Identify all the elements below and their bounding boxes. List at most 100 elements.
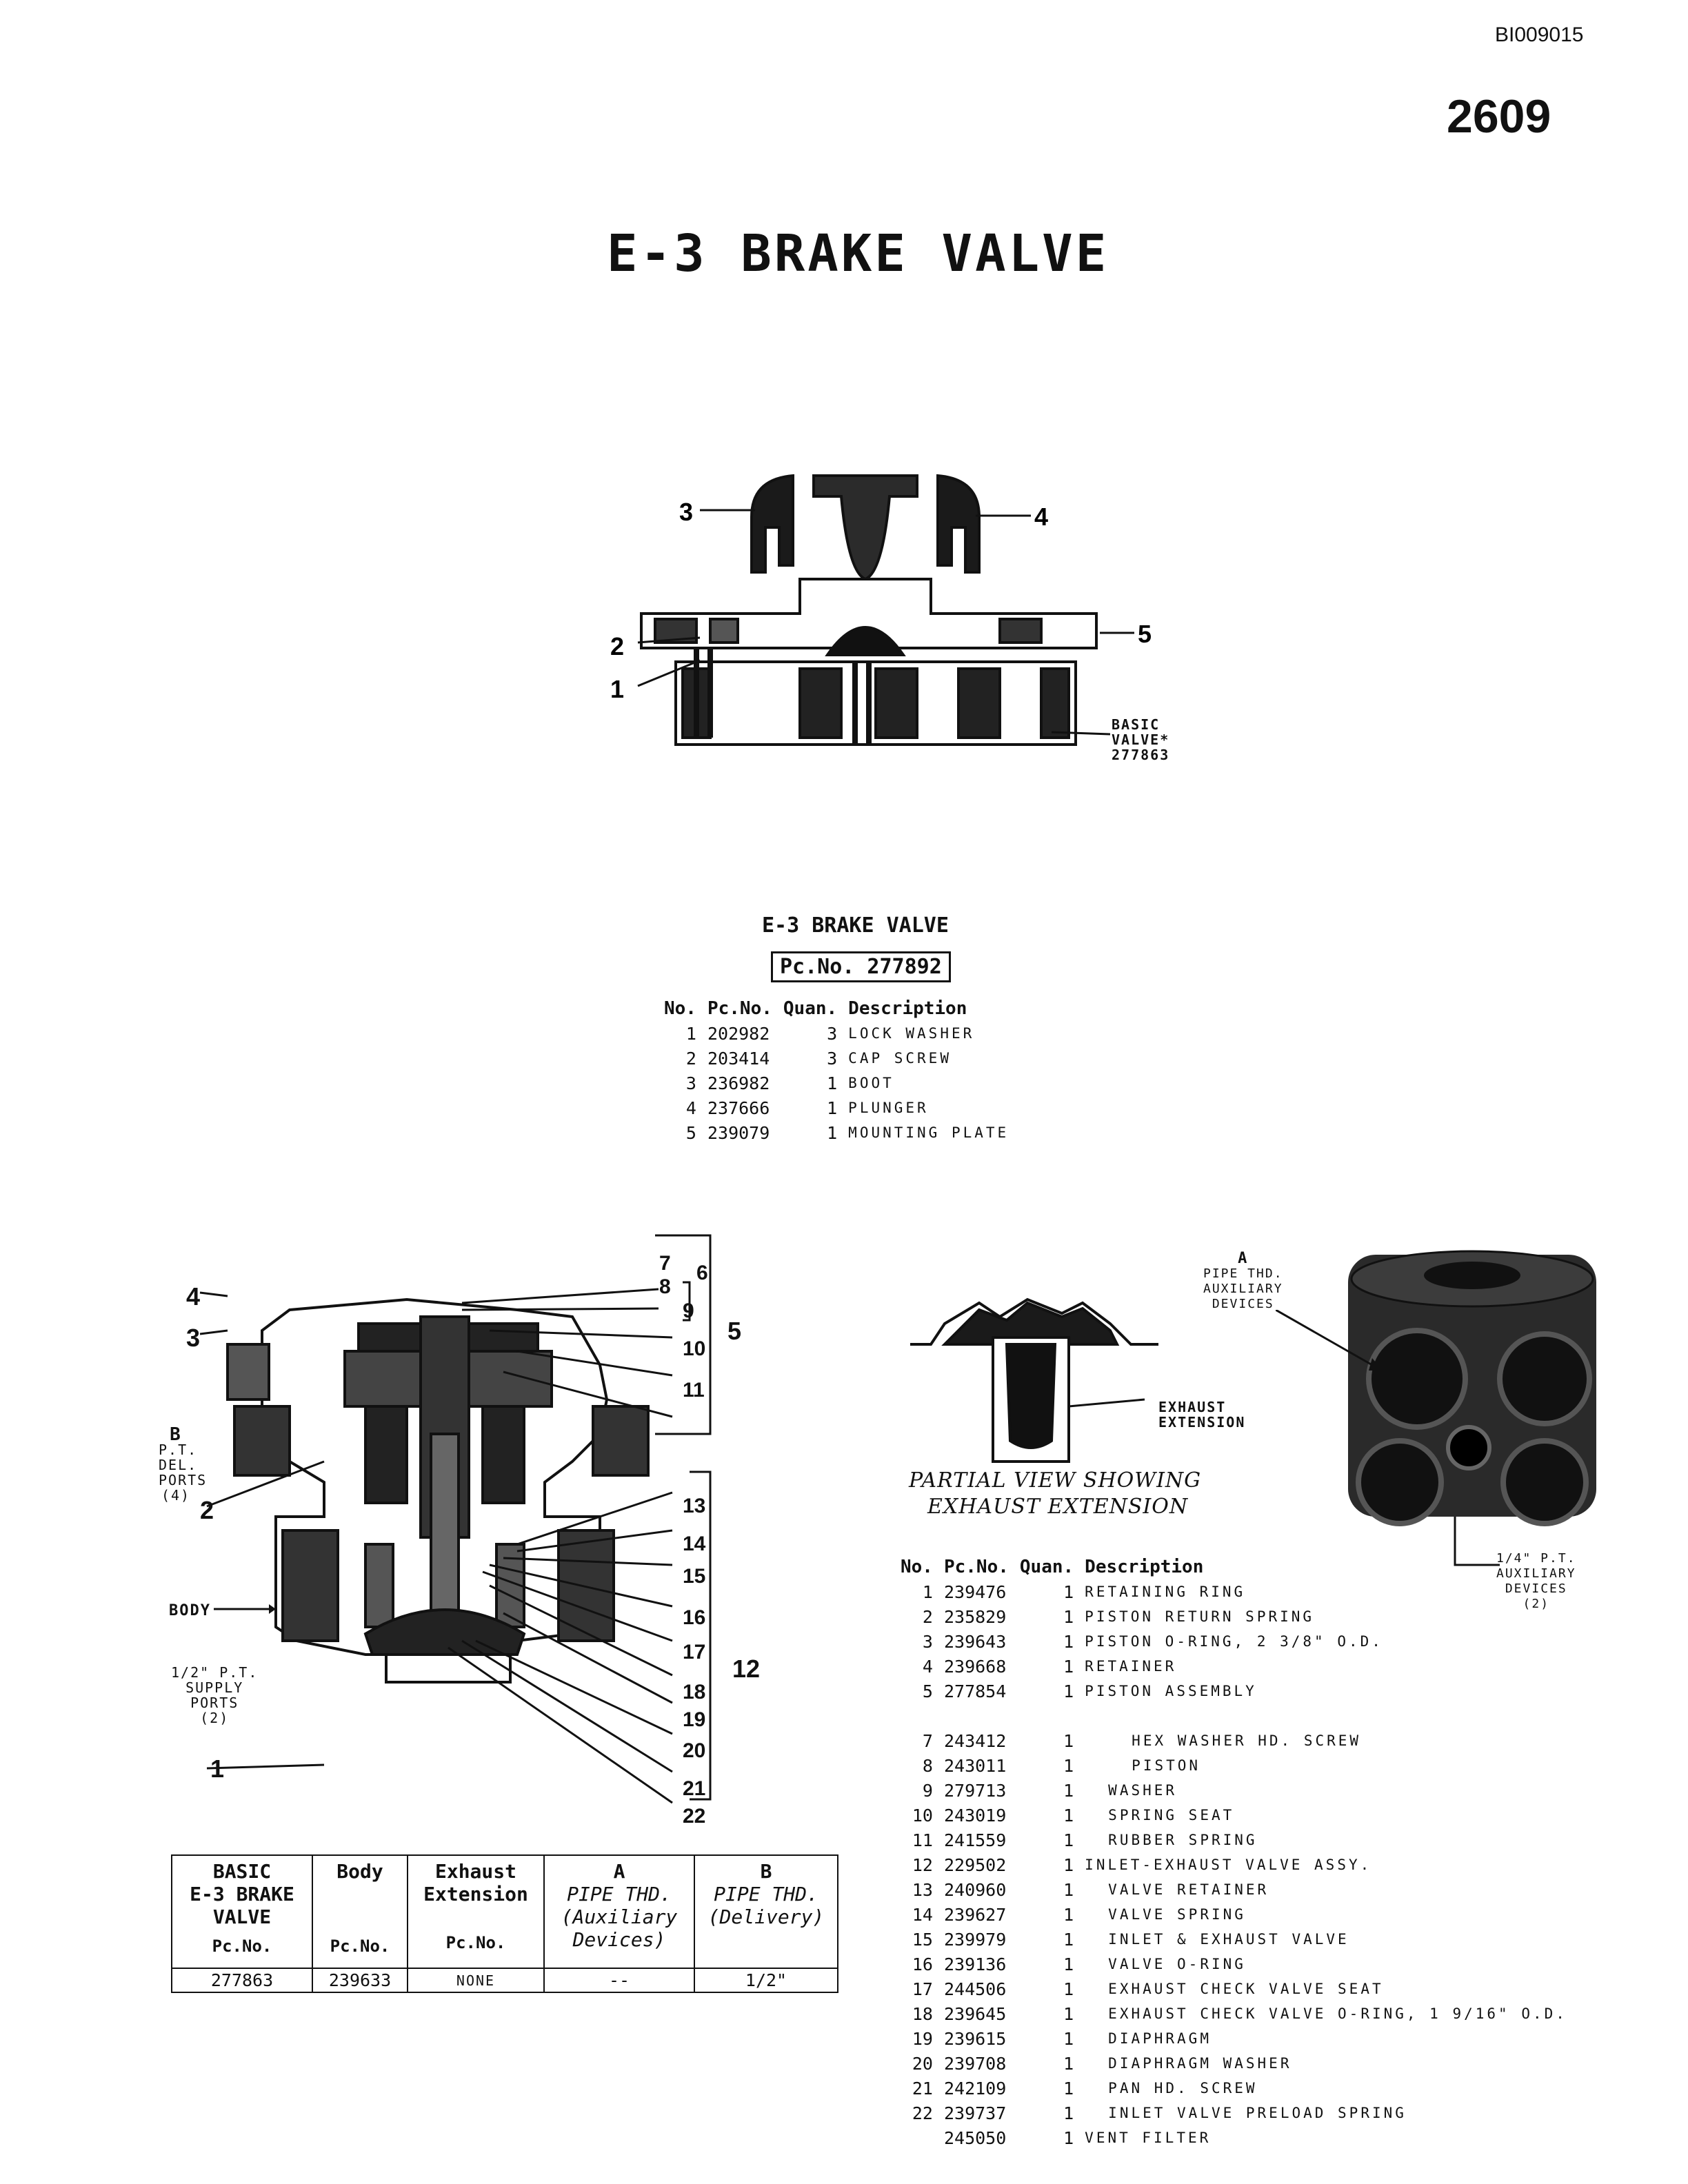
- quantity-cell: 1: [1063, 2127, 1074, 2148]
- pc-number-cell: 243011: [943, 1755, 1007, 1776]
- part-number-cell: 5: [922, 1681, 933, 1701]
- quantity-cell: [1014, 1703, 1079, 1728]
- table-row: [895, 1703, 1573, 1728]
- callout-19: 19: [683, 1708, 706, 1731]
- aux-devices-a-label: A PIPE THD. AUXILIARY DEVICES: [1203, 1251, 1283, 1312]
- quantity-cell: 1: [1063, 1830, 1074, 1850]
- part-number-cell: [895, 2125, 938, 2150]
- basic-valve-label-line: VALVE*: [1112, 731, 1170, 748]
- description-cell: CAP SCREW: [848, 1050, 952, 1066]
- table-header-row: No. Pc.No. Quan. Description: [659, 996, 1014, 1021]
- header-line: A: [613, 1860, 625, 1883]
- pc-number-cell: 203414: [707, 1048, 770, 1069]
- spec-value-body: 239633: [312, 1968, 408, 1993]
- description-cell: PISTON ASSEMBLY: [1085, 1683, 1257, 1699]
- part-number-cell: 3: [922, 1631, 933, 1652]
- description-cell: VALVE SPRING: [1108, 1906, 1246, 1923]
- document-id: BI009015: [1495, 23, 1584, 46]
- label-line: 1/4" P.T.: [1496, 1551, 1576, 1566]
- supply-ports-label: 1/2" P.T. SUPPLY PORTS (2): [171, 1665, 258, 1726]
- callout-17: 17: [683, 1641, 706, 1664]
- quantity-cell: 3: [827, 1048, 838, 1069]
- top-valve-section-drawing: 3 4 5 2 1: [610, 474, 1152, 746]
- quantity-cell: 1: [1063, 2028, 1074, 2049]
- basic-valve-label: BASIC VALVE* 277863: [1112, 717, 1169, 762]
- header-line: PIPE THD.: [567, 1883, 672, 1905]
- table-header-row: No. Pc.No. Quan. Description: [895, 1555, 1573, 1579]
- part-number-cell: 4: [685, 1098, 696, 1118]
- pc-number-cell: 239136: [943, 1954, 1007, 1974]
- col-quan: Quan.: [1019, 1557, 1074, 1577]
- label-line: DEVICES: [1505, 1581, 1567, 1596]
- pc-number-cell: 243412: [943, 1730, 1007, 1751]
- description-cell: EXHAUST CHECK VALVE SEAT: [1108, 1981, 1384, 1997]
- pc-number-cell: 239627: [943, 1904, 1007, 1925]
- spec-header-a: A PIPE THD. (Auxiliary Devices): [543, 1854, 695, 1969]
- pc-number-cell: 239708: [943, 2053, 1007, 2074]
- col-description: Description: [1085, 1557, 1204, 1577]
- pc-number-cell: 239668: [943, 1656, 1007, 1677]
- part-number-cell: 10: [912, 1805, 933, 1826]
- top-table-pc-number: Pc.No. 277892: [771, 951, 951, 982]
- spec-table: BASIC E-3 BRAKE VALVE Pc.No. Body Pc.No.…: [171, 1854, 838, 1993]
- basic-valve-label-line: BASIC: [1112, 716, 1160, 733]
- callout-8: 8: [659, 1275, 671, 1298]
- header-line: BASIC: [212, 1860, 272, 1883]
- col-pc-no: Pc.No.: [943, 1557, 1009, 1577]
- pc-number-cell: 239643: [943, 1631, 1007, 1652]
- pc-number-cell: 239476: [943, 1581, 1007, 1602]
- description-cell: [1079, 1703, 1573, 1728]
- part-number-cell: 19: [912, 2028, 933, 2049]
- description-cell: INLET & EXHAUST VALVE: [1108, 1931, 1349, 1948]
- pc-number-cell: 244506: [943, 1979, 1007, 1999]
- pc-number-cell: [938, 1703, 1014, 1728]
- pc-number-cell: 277854: [943, 1681, 1007, 1701]
- description-cell: DIAPHRAGM WASHER: [1108, 2055, 1292, 2072]
- label-line: EXTENSION: [1158, 1414, 1246, 1430]
- part-number-cell: 21: [912, 2078, 933, 2099]
- top-table-title: E-3 BRAKE VALVE: [762, 913, 949, 938]
- quantity-cell: 1: [1063, 1631, 1074, 1652]
- header-line: Body: [336, 1860, 383, 1883]
- col-quan: Quan.: [783, 998, 838, 1019]
- body-label: BODY: [169, 1602, 211, 1619]
- quantity-cell: 1: [1063, 1954, 1074, 1974]
- callout-2: 2: [610, 632, 624, 660]
- part-number-cell: 2: [922, 1606, 933, 1627]
- page-title: E-3 BRAKE VALVE: [607, 224, 1109, 283]
- header-line: (Delivery): [707, 1905, 825, 1928]
- header-line: (Auxiliary: [561, 1905, 678, 1928]
- quantity-cell: 1: [827, 1098, 838, 1118]
- callout-1: 1: [210, 1755, 225, 1783]
- quantity-cell: 1: [1063, 2053, 1074, 2074]
- quantity-cell: 1: [1063, 1904, 1074, 1925]
- spec-value-b: 1/2": [694, 1968, 838, 1993]
- aux-devices-arrow-icon: [1276, 1310, 1383, 1371]
- callout-20: 20: [683, 1739, 706, 1762]
- callout-21: 21: [683, 1777, 706, 1800]
- callout-22: 22: [683, 1805, 706, 1828]
- spec-header-row: BASIC E-3 BRAKE VALVE Pc.No. Body Pc.No.…: [171, 1854, 838, 1969]
- exhaust-extension-label: EXHAUST EXTENSION: [1158, 1399, 1245, 1430]
- header-line: PIPE THD.: [714, 1883, 818, 1905]
- pc-number-cell: 202982: [707, 1023, 770, 1044]
- description-cell: HEX WASHER HD. SCREW: [1132, 1732, 1362, 1749]
- delivery-ports-label: B P.T. DEL. PORTS (4): [159, 1426, 208, 1503]
- quantity-cell: 1: [1063, 2078, 1074, 2099]
- pc-number-cell: 239737: [943, 2103, 1007, 2123]
- label-line: PORTS: [159, 1472, 208, 1488]
- spec-header-exhaust: Exhaust Extension Pc.No.: [407, 1854, 545, 1969]
- callout-4: 4: [186, 1282, 201, 1311]
